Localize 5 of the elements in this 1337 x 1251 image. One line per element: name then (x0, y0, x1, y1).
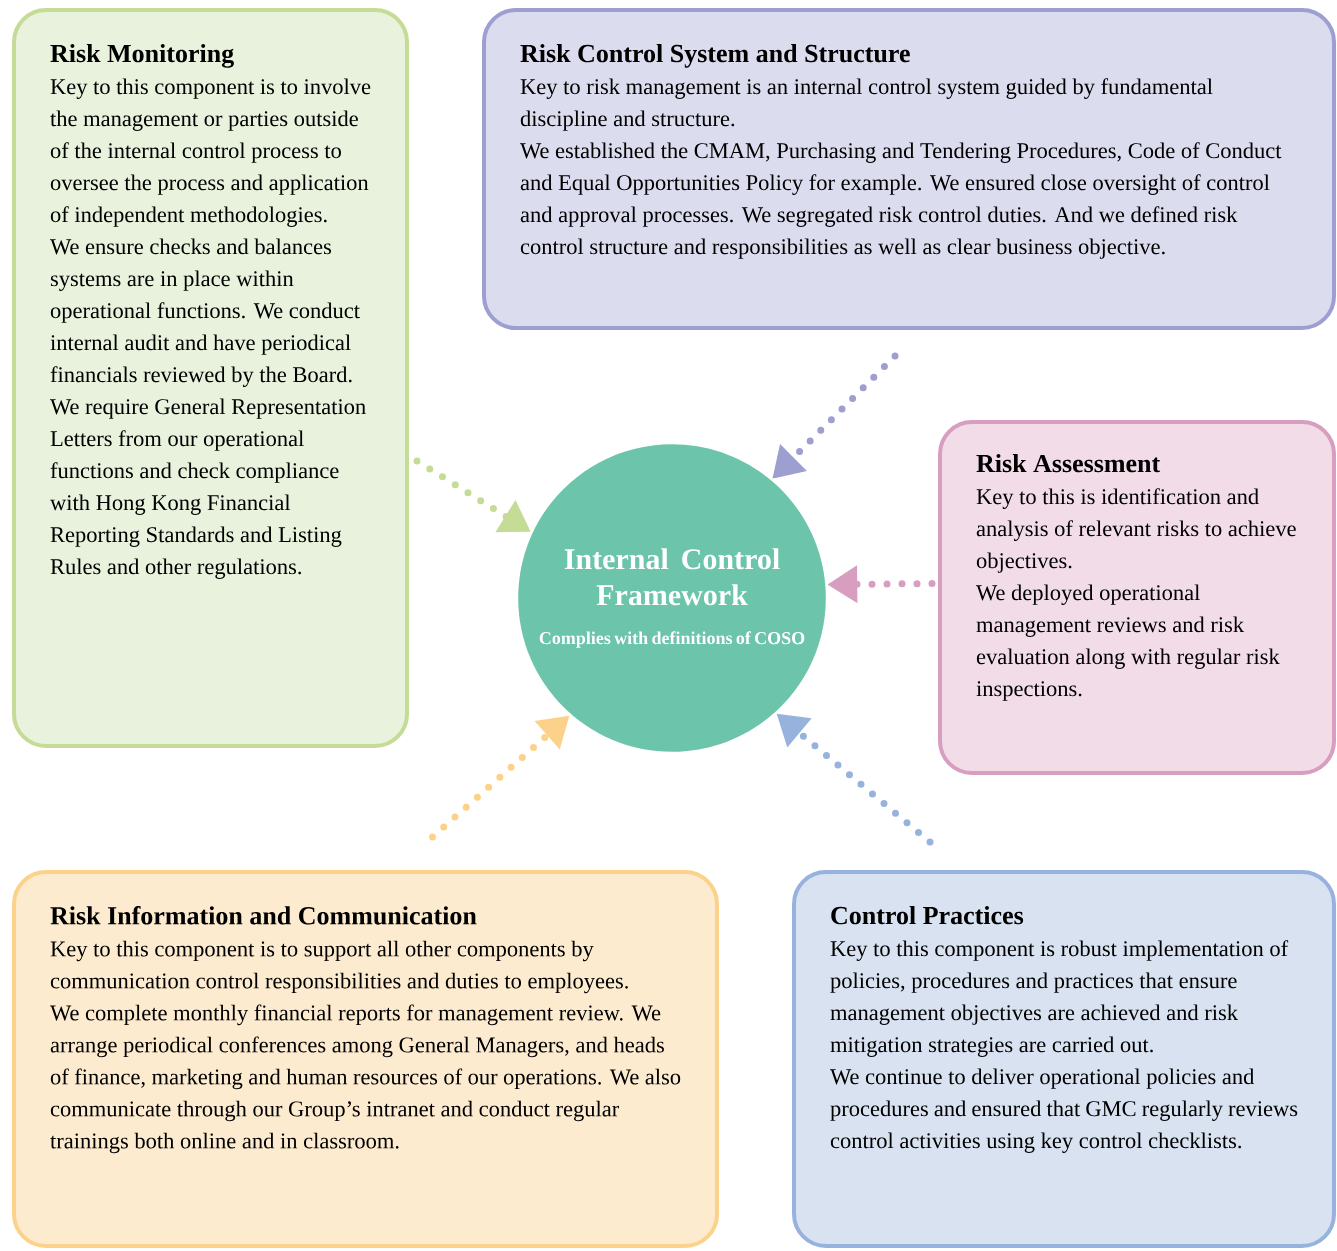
text-box: Risk Monitoring Key to this component is to involve the management or parties outside of the internal control process to oversee the process and application of independent methodologies. We ensure checks and balances systems are in place within operational functions. We conduct internal audit and have periodical financials reviewed by the Board. We require General Representation Letters from our operational functions and check compliance with Hong Kong Financial Reporting Standards and Listing Rules and other regulations. (12, 8, 409, 748)
text-box: Risk Assessment Key to this is identification and analysis of relevant risks to achieve objectives. We deployed operational management reviews and risk evaluation along with regular risk inspections. (938, 420, 1336, 775)
text-box: Risk Control System and Structure Key to risk management is an internal control system guided by fundamental discipline and structure. We established the CMAM, Purchasing and Tendering Procedures, Code of Conduct and Equal Opportunities Policy for example. We ensured close oversight of control and approval processes. We segregated risk control duties. And we defined risk control structure and responsibilities as well as clear business objective. (482, 8, 1336, 330)
text-box: Risk Information and Communication Key to this component is to support all other components by communication control responsibilities and duties to employees. We complete monthly financial reports for management review. We arrange periodical conferences among General Managers, and heads of finance, marketing and human resources of our operations. We also communicate through our Group’s intranet and conduct regular trainings both online and in classroom. (12, 870, 719, 1248)
text-box: Control Practices Key to this component is robust implementation of policies, procedures and practices that ensure management objectives are achieved and risk mitigation strategies are carried out. We continue to deliver operational policies and procedures and ensured that GMC regularly reviews control activities using key control checklists. (792, 870, 1336, 1248)
